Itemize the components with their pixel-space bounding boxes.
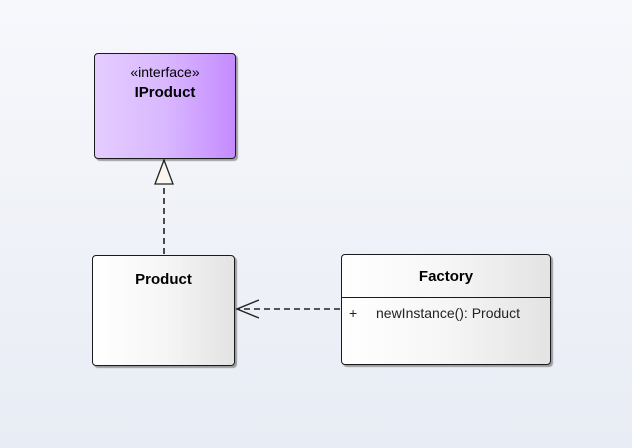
iproduct-class-name: IProduct	[134, 84, 196, 101]
factory-class-box[interactable]: Factory + newInstance(): Product	[341, 254, 551, 365]
product-class-name: Product	[135, 271, 192, 288]
operation-visibility: +	[349, 305, 358, 321]
interface-stereotype: «interface»	[130, 64, 200, 80]
factory-class-name: Factory	[418, 268, 474, 285]
operations-compartment-divider	[342, 297, 550, 298]
product-class-box[interactable]: Product	[92, 255, 235, 366]
realization-arrowhead	[154, 158, 174, 185]
operation-signature: newInstance(): Product	[376, 305, 520, 321]
dependency-arrowhead	[235, 299, 260, 319]
iproduct-interface-box[interactable]: «interface» IProduct	[94, 53, 236, 159]
